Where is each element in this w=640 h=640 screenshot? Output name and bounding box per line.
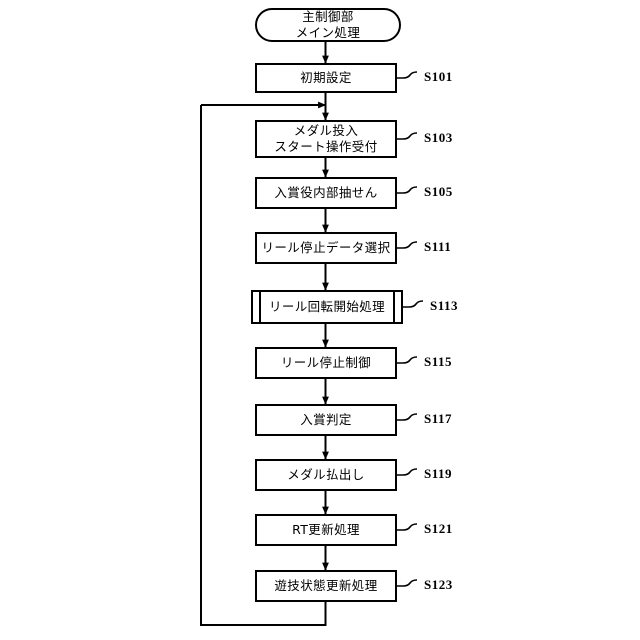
predefined-right-bar: [393, 292, 395, 322]
node-label-s123: 遊技状態更新処理: [274, 578, 378, 593]
step-id-s111: S111: [424, 239, 452, 254]
node-label-s103: メダル投入 スタート操作受付: [274, 123, 378, 154]
node-label-s113: リール回転開始処理: [268, 299, 386, 314]
leader-s123: [397, 579, 418, 587]
leader-s105: [397, 186, 418, 194]
node-s117[interactable]: 入賞判定: [255, 404, 397, 436]
leader-s103: [397, 132, 418, 140]
step-id-s101: S101: [424, 69, 453, 84]
step-id-s113: S113: [430, 298, 459, 313]
node-label-s121: RT更新処理: [292, 522, 360, 537]
leader-s113: [403, 300, 424, 308]
leader-s101: [397, 71, 418, 79]
node-s115[interactable]: リール停止制御: [255, 347, 397, 379]
predefined-left-bar: [259, 292, 261, 322]
node-s121[interactable]: RT更新処理: [255, 514, 397, 546]
node-s113[interactable]: リール回転開始処理: [251, 290, 403, 324]
node-s111[interactable]: リール停止データ選択: [255, 232, 397, 264]
node-s103[interactable]: メダル投入 スタート操作受付: [255, 120, 397, 158]
node-label-s119: メダル払出し: [287, 467, 365, 482]
node-label-s117: 入賞判定: [300, 412, 352, 427]
node-s123[interactable]: 遊技状態更新処理: [255, 570, 397, 602]
node-label-s101: 初期設定: [300, 70, 352, 85]
node-label-s105: 入賞役内部抽せん: [274, 185, 378, 200]
node-label-s115: リール停止制御: [280, 355, 372, 370]
step-id-s119: S119: [424, 466, 453, 481]
step-id-s121: S121: [424, 521, 453, 536]
step-id-s117: S117: [424, 411, 453, 426]
leader-s115: [397, 356, 418, 364]
leader-s117: [397, 413, 418, 421]
step-id-s105: S105: [424, 184, 453, 199]
node-s119[interactable]: メダル払出し: [255, 459, 397, 491]
node-s105[interactable]: 入賞役内部抽せん: [255, 177, 397, 209]
node-main-process-start[interactable]: 主制御部 メイン処理: [255, 8, 401, 42]
connector-loop-down: [200, 105, 327, 626]
leader-s111: [397, 241, 418, 249]
step-id-s115: S115: [424, 354, 453, 369]
node-label-main-process-start: 主制御部 メイン処理: [295, 9, 361, 40]
step-id-s123: S123: [424, 577, 453, 592]
leader-s119: [397, 468, 418, 476]
node-label-s111: リール停止データ選択: [261, 240, 391, 255]
step-id-s103: S103: [424, 130, 453, 145]
node-s101[interactable]: 初期設定: [255, 63, 397, 93]
leader-s121: [397, 523, 418, 531]
